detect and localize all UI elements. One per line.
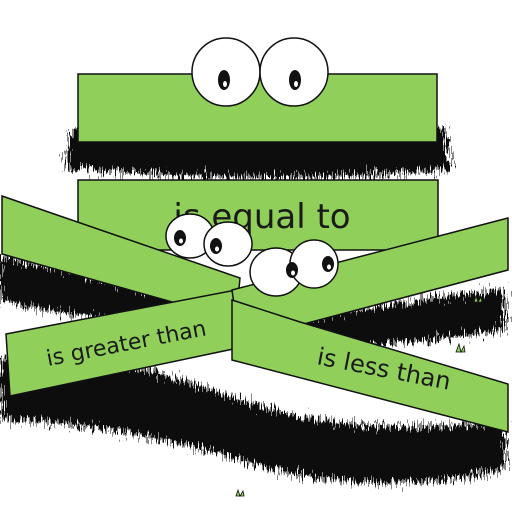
eyes-greater	[165, 213, 253, 267]
less-than-lower-arm	[231, 298, 509, 433]
equal-top-bar	[66, 37, 450, 178]
pupil-icon	[289, 70, 301, 90]
fur-shadow-right	[300, 290, 505, 350]
eyes-less	[249, 239, 339, 297]
grass-tuft	[473, 294, 483, 303]
pupil-highlight	[179, 238, 183, 244]
pupil-icon	[210, 238, 222, 254]
eyes-top	[191, 37, 329, 107]
greater-than-symbol: is greater than	[1, 194, 241, 397]
pupil-icon	[218, 70, 230, 90]
grass-tuft	[235, 488, 245, 497]
equal-bar-top	[77, 73, 438, 143]
pupil-highlight	[327, 264, 331, 270]
pupil-highlight	[223, 81, 227, 87]
less-than-symbol: is less than	[231, 217, 509, 433]
pupil-icon	[322, 256, 334, 272]
equal-bottom-bar: is equal to	[77, 179, 439, 251]
fur-shadow-bottom	[0, 355, 505, 483]
pupil-icon	[286, 262, 298, 278]
pupil-highlight	[215, 246, 219, 252]
pupil-highlight	[291, 270, 295, 276]
grass-tuft	[455, 342, 466, 354]
pupil-highlight	[294, 81, 298, 87]
equal-bar-bottom	[77, 179, 439, 251]
pupil-icon	[174, 230, 186, 246]
eye-icon	[203, 221, 253, 267]
